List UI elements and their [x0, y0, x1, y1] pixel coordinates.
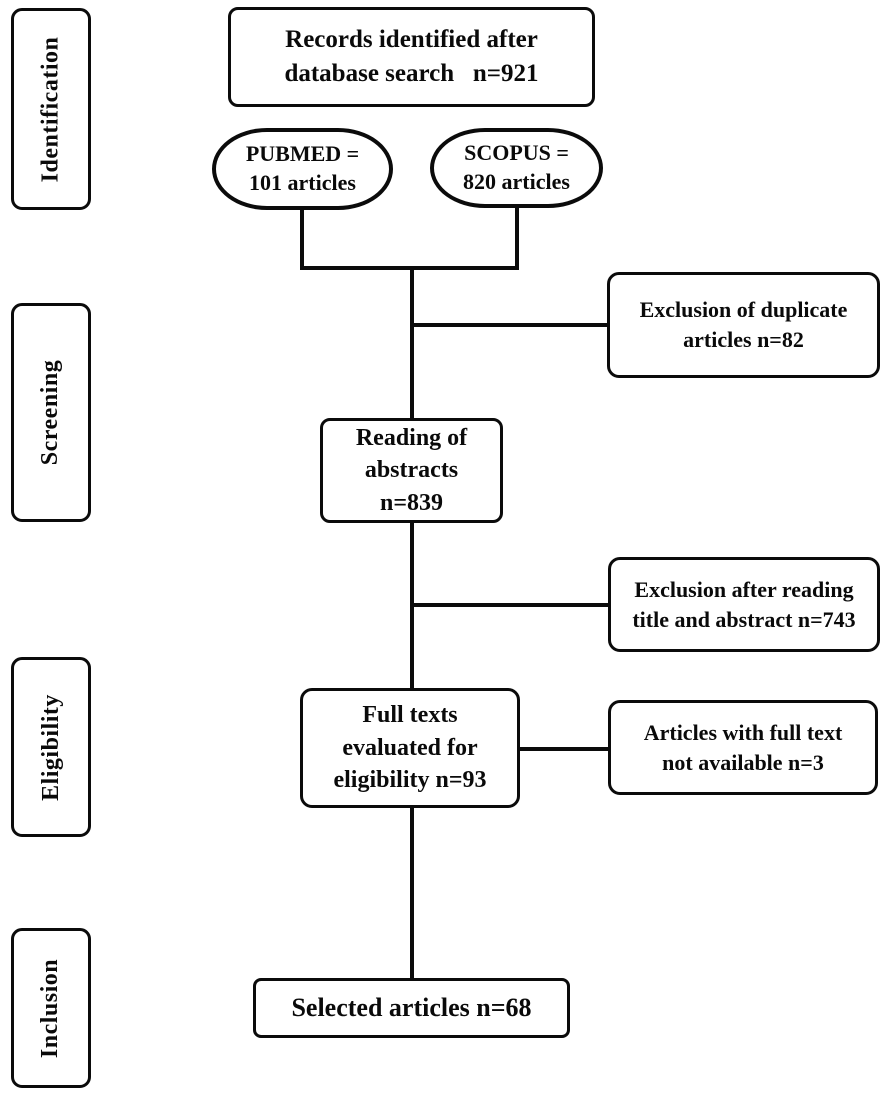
node-text-line: SCOPUS = [464, 140, 569, 166]
stage-label-identification: Identification [37, 36, 64, 182]
stage-box-screening: Screening [11, 303, 91, 522]
node-text-line: Articles with full text [643, 719, 843, 745]
node-text-line: articles n=82 [683, 327, 804, 352]
connector-not-available [518, 747, 610, 751]
stage-label-inclusion: Inclusion [37, 958, 64, 1058]
stage-box-inclusion: Inclusion [11, 928, 91, 1088]
node-pubmed-count: PUBMED = 101 articles [212, 128, 393, 210]
node-text-line: Exclusion of duplicate [639, 297, 848, 323]
node-text-line: Selected articles n=68 [291, 993, 532, 1023]
node-text-line: Reading of [355, 424, 468, 451]
node-text-line: evaluated for [342, 734, 478, 761]
connector-pubmed-drop [300, 207, 304, 270]
connector-exclusion-duplicates [412, 323, 609, 327]
node-reading-abstracts: Reading of abstracts n=839 [320, 418, 503, 523]
node-text-line: not available n=3 [662, 749, 824, 775]
stage-box-identification: Identification [11, 8, 91, 210]
node-full-texts-evaluated: Full texts evaluated for eligibility n=9… [300, 688, 520, 808]
node-scopus-count: SCOPUS = 820 articles [430, 128, 603, 208]
stage-label-eligibility: Eligibility [37, 693, 64, 801]
node-full-text-not-available: Articles with full text not available n=… [608, 700, 878, 795]
node-text-line: Full texts [362, 702, 458, 729]
node-text-line: n=839 [379, 489, 444, 516]
stage-label-screening: Screening [37, 359, 64, 466]
node-records-identified: Records identified after database search… [228, 7, 595, 107]
node-exclusion-title-abstract: Exclusion after reading title and abstra… [608, 557, 880, 652]
node-text-line: PUBMED = [245, 141, 360, 167]
node-selected-articles: Selected articles n=68 [253, 978, 570, 1038]
connector-center-vertical-3 [410, 806, 414, 980]
node-text-line: Exclusion after reading [634, 576, 854, 602]
node-text-line: title and abstract n=743 [632, 606, 856, 632]
node-text-line: database search n=921 [284, 60, 539, 87]
connector-exclusion-title-abstract [412, 603, 610, 607]
node-text-line: abstracts [364, 457, 459, 484]
connector-merge-horizontal [300, 266, 519, 270]
stage-box-eligibility: Eligibility [11, 657, 91, 837]
connector-center-vertical-1 [410, 266, 414, 420]
node-text-line: Records identified after [285, 26, 538, 54]
node-exclusion-duplicates: Exclusion of duplicate articles n=82 [607, 272, 880, 378]
connector-scopus-drop [515, 205, 519, 270]
node-text-line: 820 articles [463, 169, 570, 194]
node-text-line: eligibility n=93 [333, 767, 487, 794]
node-text-line: 101 articles [249, 170, 356, 195]
